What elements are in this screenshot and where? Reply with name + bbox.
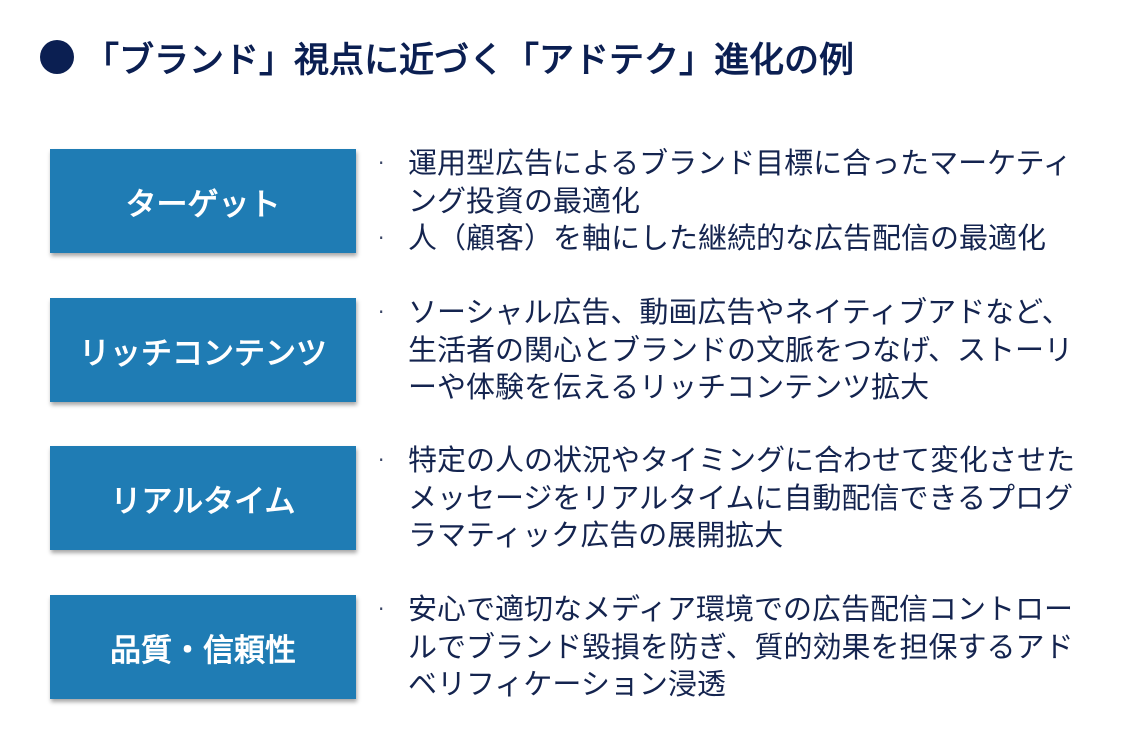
bullet-item: · 安心で適切なメディア環境での広告配信コントロールでブランド毀損を防ぎ、質的効… [376,591,1096,704]
bullet-dot-icon: · [378,226,385,250]
bullet-text: ソーシャル広告、動画広告やネイティブアドなど、生活者の関心とブランドの文脈をつな… [408,295,1073,404]
bullet-item: · 運用型広告によるブランド目標に合ったマーケティング投資の最適化 [376,145,1096,220]
slide-title: 「ブランド」視点に近づく「アドテク」進化の例 [40,30,854,84]
bullet-dot-icon: · [378,151,385,175]
bullet-dot-icon: · [378,448,385,472]
label-text: リッチコンテンツ [79,335,327,372]
bullet-text: 安心で適切なメディア環境での広告配信コントロールでブランド毀損を防ぎ、質的効果を… [408,592,1074,701]
bullet-item: · 人（顧客）を軸にした継続的な広告配信の最適化 [376,220,1096,258]
bullet-dot-icon: · [378,597,385,621]
circle-bullet-icon [40,40,74,74]
label-box-quality-trust: 品質・信頼性 [50,595,356,699]
bullet-text: 特定の人の状況やタイミングに合わせて変化させたメッセージをリアルタイムに自動配信… [408,443,1076,552]
bullet-item: · ソーシャル広告、動画広告やネイティブアドなど、生活者の関心とブランドの文脈を… [376,294,1096,407]
label-text: 品質・信頼性 [110,632,296,669]
label-box-realtime: リアルタイム [50,446,356,550]
bullet-list: · 安心で適切なメディア環境での広告配信コントロールでブランド毀損を防ぎ、質的効… [376,591,1096,704]
bullet-list: · 特定の人の状況やタイミングに合わせて変化させたメッセージをリアルタイムに自動… [376,442,1096,555]
label-box-rich-content: リッチコンテンツ [50,298,356,402]
bullet-dot-icon: · [378,300,385,324]
label-text: ターゲット [125,186,281,223]
label-text: リアルタイム [110,483,296,520]
bullet-item: · 特定の人の状況やタイミングに合わせて変化させたメッセージをリアルタイムに自動… [376,442,1096,555]
bullet-list: · ソーシャル広告、動画広告やネイティブアドなど、生活者の関心とブランドの文脈を… [376,294,1096,407]
label-box-target: ターゲット [50,149,356,253]
bullet-list: · 運用型広告によるブランド目標に合ったマーケティング投資の最適化 · 人（顧客… [376,145,1096,258]
title-text: 「ブランド」視点に近づく「アドテク」進化の例 [84,40,855,81]
bullet-text: 運用型広告によるブランド目標に合ったマーケティング投資の最適化 [408,146,1072,218]
bullet-text: 人（顧客）を軸にした継続的な広告配信の最適化 [408,221,1047,255]
